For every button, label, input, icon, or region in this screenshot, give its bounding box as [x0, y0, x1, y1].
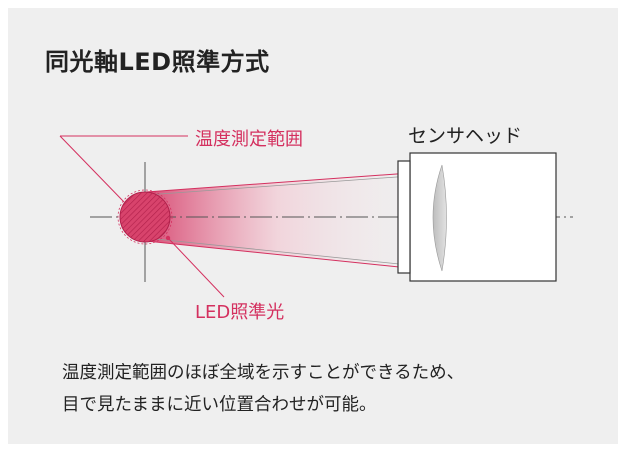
led-beam-lower [145, 240, 439, 272]
description: 温度測定範囲のほぼ全域を示すことができるため、 目で見たままに近い位置合わせが可… [62, 357, 464, 421]
page-title: 同光軸LED照準方式 [45, 48, 270, 76]
led-beam-upper [145, 170, 439, 193]
sensor-head-flange [397, 160, 411, 274]
measurement-range-label: 温度測定範囲 [195, 129, 303, 150]
sensor-head-body [409, 152, 557, 282]
range-beam-upper [145, 173, 439, 196]
sensor-lens [432, 164, 447, 272]
led-spot-outline [117, 189, 173, 245]
description-line-1: 温度測定範囲のほぼ全域を示すことができるため、 [62, 363, 465, 383]
range-leader-diagonal [59, 135, 125, 203]
led-aim-label: LED照準光 [195, 302, 285, 323]
led-leader-dot [165, 235, 171, 241]
range-beam-lower [145, 237, 439, 269]
led-leader [167, 237, 225, 298]
target-spot [119, 191, 171, 243]
sensor-head-label: センサヘッド [408, 125, 523, 147]
description-line-2: 目で見たままに近い位置合わせが可能。 [62, 395, 377, 415]
measurement-beam [146, 171, 438, 271]
